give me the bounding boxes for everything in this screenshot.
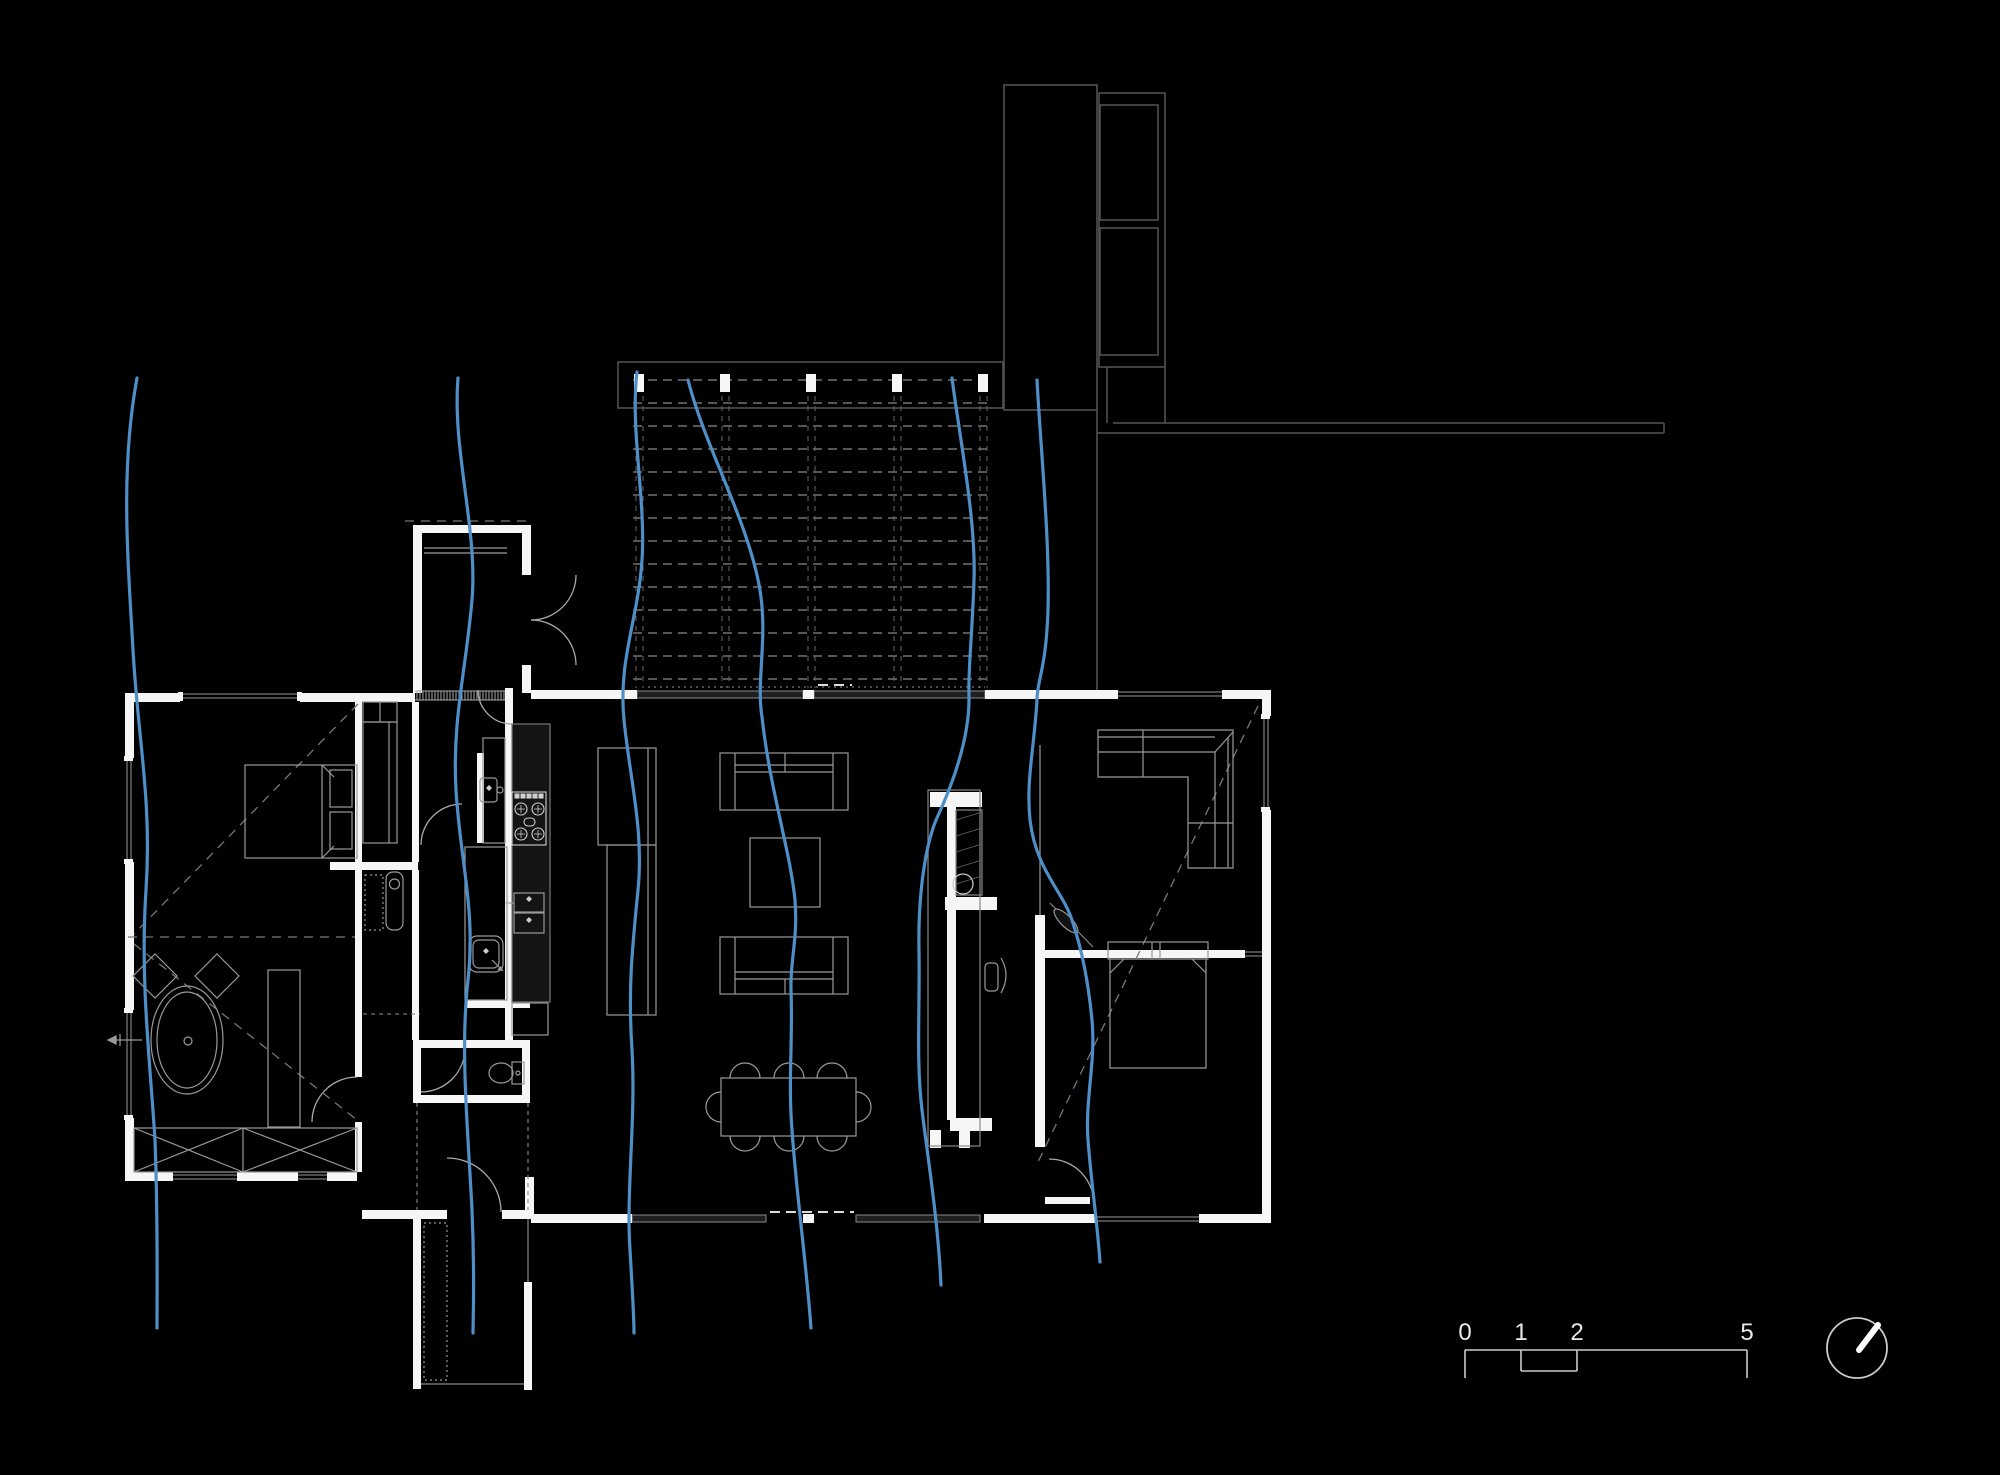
sofa-north: [719, 752, 849, 811]
window-partition-snug: [1245, 951, 1262, 957]
entry-door-arc: [530, 574, 577, 621]
carport-outline: [1098, 92, 1166, 368]
sofa-south: [719, 936, 849, 995]
bedroom1-door-arc: [311, 1076, 358, 1123]
deck-roof-outline: [617, 361, 1004, 409]
window-west-lower: [124, 1008, 133, 1120]
kitchen-door-arc: [477, 689, 513, 725]
mudroom-wall: [413, 1219, 421, 1389]
desk-chair: [984, 957, 1007, 994]
north-slider-glazing: [636, 690, 804, 699]
vanity: [267, 969, 301, 1128]
carport-bay: [1099, 104, 1159, 221]
opening-dashed-lines: [363, 1013, 529, 1210]
mudroom-door-arc: [446, 1157, 502, 1213]
kitchen-sink: [479, 777, 504, 803]
window-east: [1261, 714, 1270, 812]
compass-north-arrow-icon: [1826, 1317, 1888, 1379]
site-structure-upper: [617, 84, 1665, 690]
window-south-left-2: [293, 1172, 332, 1181]
kitchen-appliances: [505, 892, 545, 934]
toilet-wc: [488, 1061, 525, 1085]
stool: [194, 953, 240, 999]
roof-dashed-lines: [128, 520, 1259, 1163]
door-leaf: [1045, 1197, 1090, 1204]
deck-board-lines: [633, 379, 988, 680]
furniture: [106, 547, 1234, 1385]
window-south-right: [1091, 1214, 1204, 1223]
north-slider-glazing: [813, 690, 986, 699]
garage-outline: [1003, 84, 1098, 411]
window-north-left: [178, 692, 302, 701]
walls: [125, 525, 1271, 1390]
stream-line: [125, 376, 159, 1330]
deck-joist-lines: [635, 376, 988, 688]
mudroom-bench: [423, 1222, 448, 1381]
bathtub: [106, 985, 224, 1095]
bedroom-partition-wall: [1045, 950, 1245, 958]
closet-shelving: [133, 1127, 358, 1173]
kitchen-wall: [505, 688, 513, 1002]
corner-sofa: [1097, 729, 1234, 869]
kitchen-island: [597, 747, 657, 1016]
cooktop: [511, 791, 547, 846]
laundry-door-arc: [420, 803, 463, 846]
bed-master: [244, 764, 358, 859]
carport-bay: [1099, 227, 1159, 356]
deck: [633, 374, 988, 688]
stool: [132, 953, 178, 999]
stream-line: [621, 370, 645, 1335]
wc-door-arc: [420, 1047, 466, 1093]
toilet-laundry: [385, 871, 404, 931]
scale-bar-labels: 0 1 2 5: [1458, 1319, 1753, 1346]
scale-bar: 0 1 2 5: [1458, 1319, 1754, 1378]
kitchen-sink-2: [468, 935, 504, 973]
windows: [124, 690, 1270, 1223]
door-handle-glyph: [1049, 902, 1094, 948]
kitchen-counter: [482, 737, 506, 844]
stream-line: [686, 378, 813, 1330]
bed-guest: [1107, 941, 1209, 1069]
scale-label-5: 5: [1740, 1319, 1753, 1346]
vestibule-wall: [413, 525, 422, 693]
washing-machine: [364, 874, 384, 931]
deck-posts: [634, 374, 988, 392]
stream-line: [1027, 378, 1102, 1264]
kitchen-counter-2: [464, 846, 508, 1001]
shower: [511, 1002, 549, 1036]
fireplace-unit: [927, 789, 983, 1147]
kitchen-cabinet-band: [511, 723, 551, 1003]
south-slider-glazing: [631, 1214, 767, 1223]
window-west-upper: [124, 756, 133, 864]
scale-label-1: 1: [1514, 1319, 1527, 1346]
dining-table: [705, 1062, 872, 1152]
south-slider-glazing: [855, 1214, 981, 1223]
stream-lines: [125, 370, 1102, 1335]
stream-line: [917, 376, 976, 1287]
window-north-right: [1113, 690, 1227, 699]
entry-door-arc: [530, 619, 577, 666]
window-south-left-1: [168, 1172, 242, 1181]
scale-label-2: 2: [1570, 1319, 1583, 1346]
stream-line: [453, 376, 476, 1335]
doors: [311, 574, 1095, 1213]
scale-label-0: 0: [1458, 1319, 1471, 1346]
fireplace-wall: [930, 792, 982, 807]
wardrobe: [362, 701, 398, 844]
